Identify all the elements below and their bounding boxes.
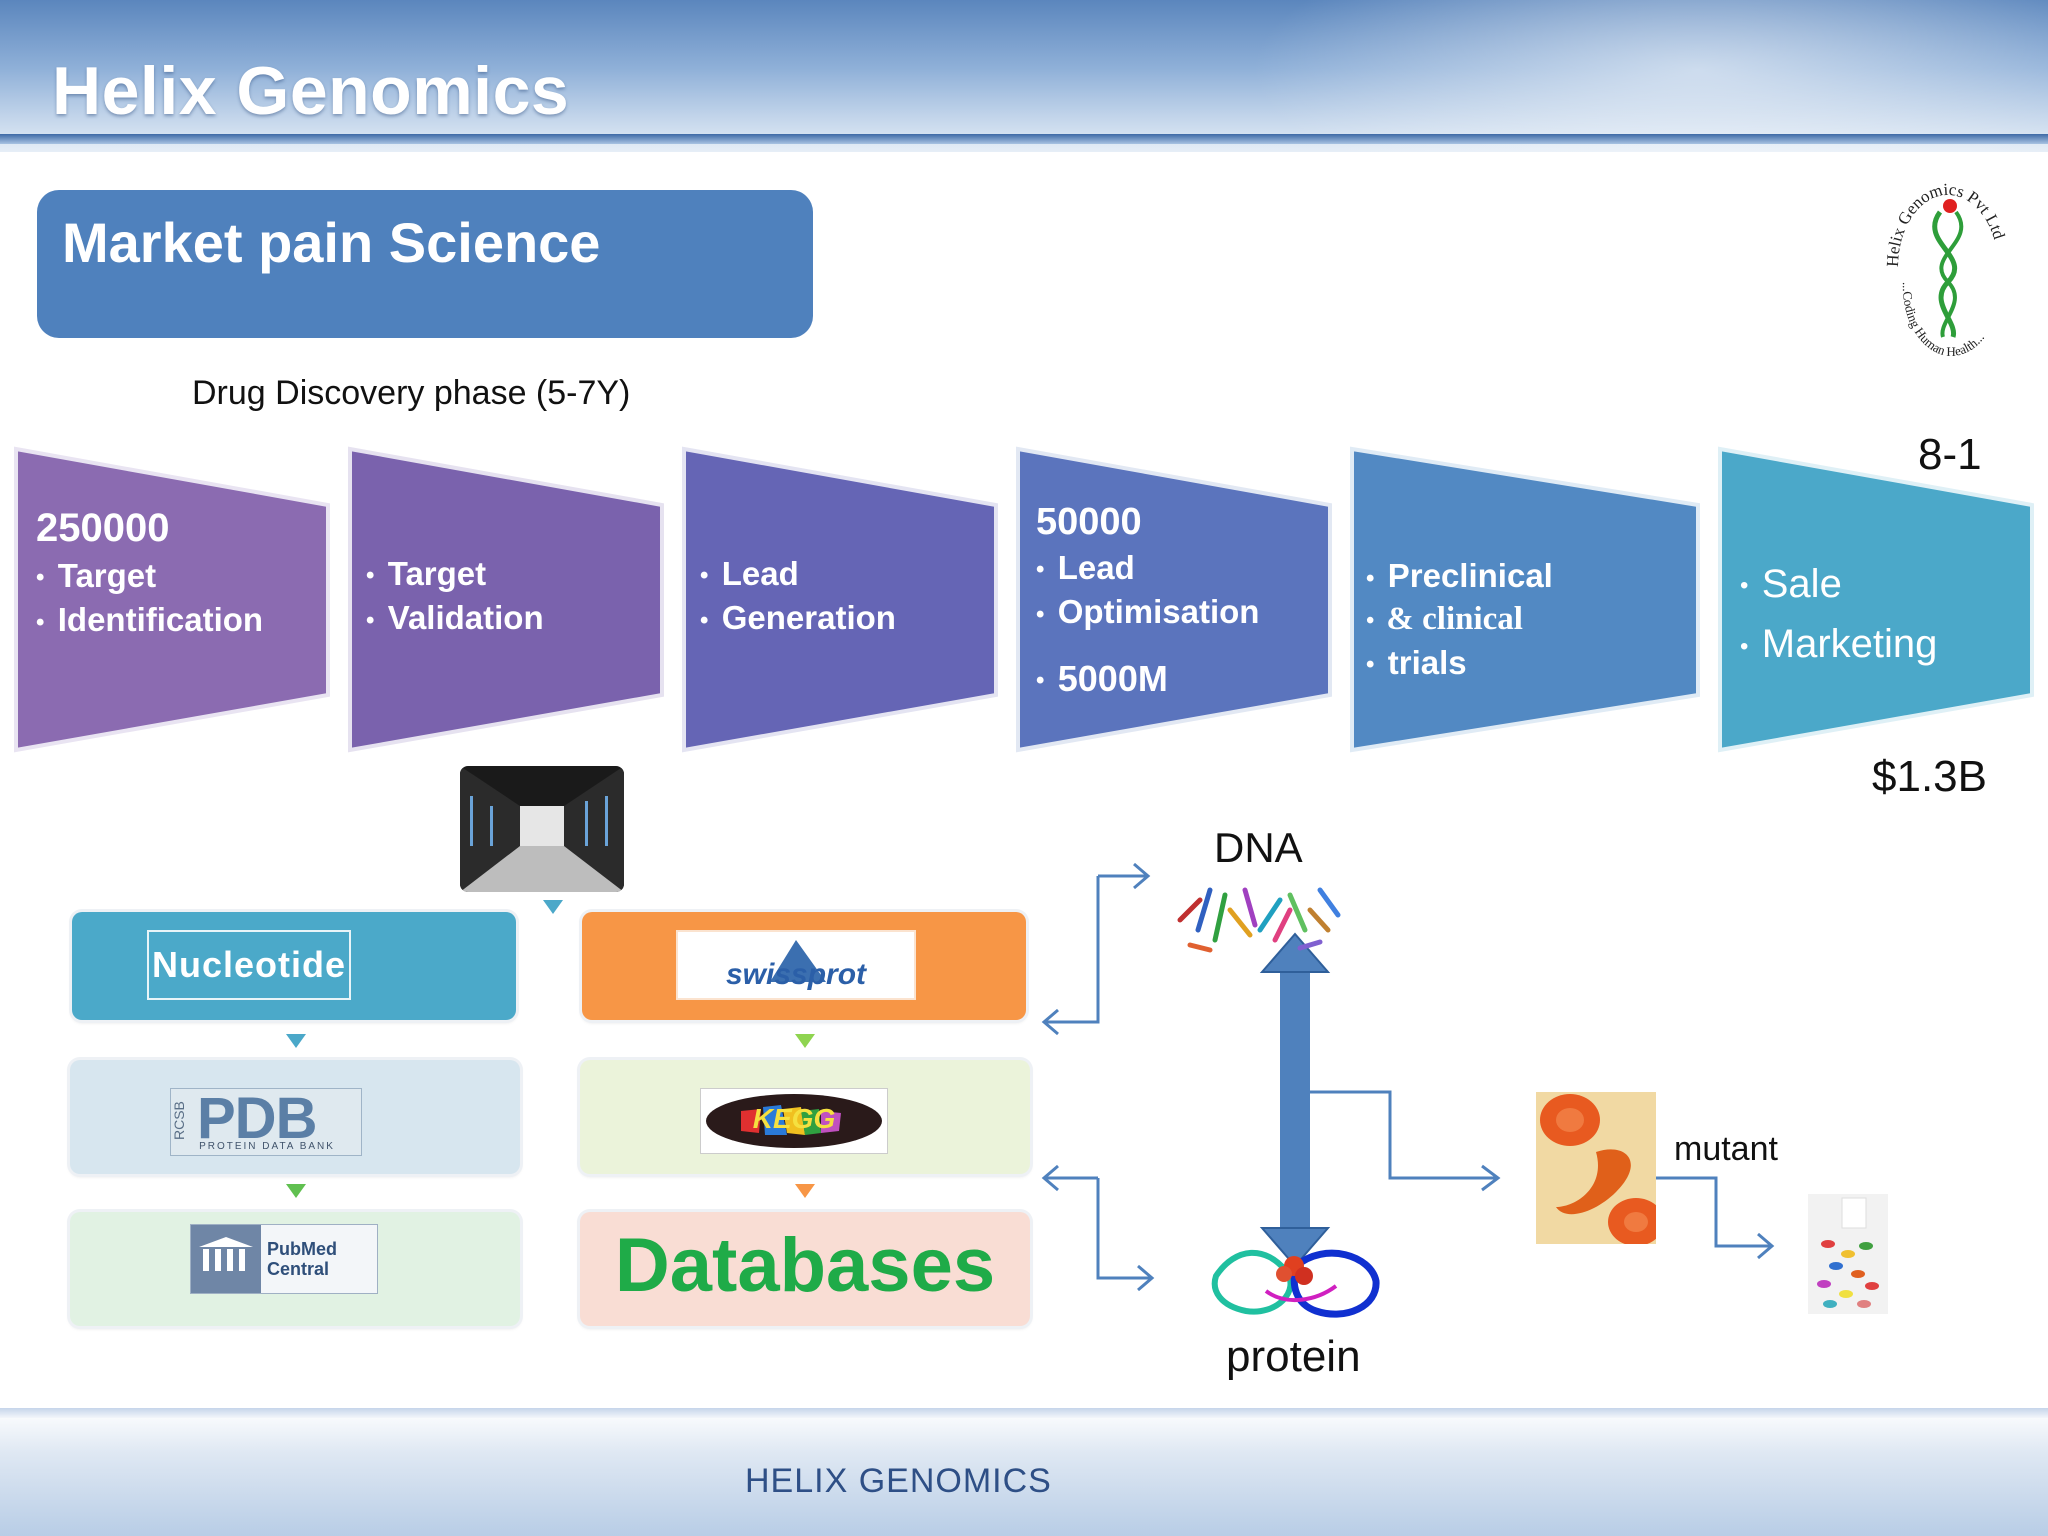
stage-bullet: Sale: [1740, 555, 1937, 615]
datacenter-image: [460, 766, 624, 892]
nucleotide-logo: Nucleotide: [147, 930, 351, 1000]
pubmed-line1: PubMed: [267, 1239, 337, 1259]
stage-target-validation: Target Validation: [346, 445, 666, 755]
databases-box: Databases: [580, 1212, 1030, 1326]
pubmed-line2: Central: [267, 1259, 330, 1279]
footer-divider: [0, 1408, 2048, 1418]
stage-bullet: Identification: [36, 599, 263, 643]
stage-bullet: trials: [1366, 642, 1553, 686]
pills-image: [1808, 1194, 1888, 1314]
swissprot-box: swissprot: [582, 912, 1026, 1020]
stage-clinical-trials: Preclinical & clinical trials: [1348, 445, 1702, 755]
stage-bullet: Marketing: [1740, 615, 1938, 675]
footer-bar: [0, 1408, 2048, 1536]
stage-bullet: Lead: [700, 553, 896, 597]
arrow-down: [795, 1034, 815, 1048]
pubmed-logo: PubMed Central: [190, 1224, 378, 1294]
stage-bullet: Generation: [700, 597, 896, 641]
pdb-box: RCSB PDB PROTEIN DATA BANK: [70, 1060, 520, 1174]
stage-lead-optimisation: 50000 Lead Optimisation 5000M: [1014, 445, 1334, 755]
stage-number: 50000: [1036, 501, 1142, 543]
stage-lead-generation: Lead Generation: [680, 445, 1000, 755]
brand-title: Helix Genomics: [52, 53, 570, 129]
nucleotide-box: Nucleotide: [72, 912, 516, 1020]
stage-number: 250000: [36, 506, 170, 550]
slide-title: Market pain Science: [62, 211, 601, 274]
dna-label: DNA: [1214, 824, 1303, 871]
swissprot-logo: swissprot: [676, 930, 916, 1000]
kegg-logo: KEGG: [700, 1088, 888, 1154]
stage-bullet: Validation: [366, 597, 544, 641]
pubmed-box: PubMed Central: [70, 1212, 520, 1326]
pdb-logo: RCSB PDB PROTEIN DATA BANK: [170, 1086, 362, 1156]
stage-bullet: Target: [36, 555, 263, 599]
stage-bullet: & clinical: [1366, 599, 1553, 642]
arrow-down: [286, 1184, 306, 1198]
header-bar: [0, 0, 2048, 152]
protein-image: [1206, 1236, 1382, 1330]
kegg-box: KEGG: [580, 1060, 1030, 1174]
arrow-down: [286, 1034, 306, 1048]
stage-bullet: Target: [366, 553, 544, 597]
arrow-down: [543, 900, 563, 914]
stage-bullet: Preclinical: [1366, 555, 1553, 599]
header-divider: [0, 134, 2048, 144]
company-logo: Helix Genomics Pvt Ltd ...Coding Human H…: [1878, 172, 2018, 362]
cost-label: $1.3B: [1872, 752, 1987, 801]
stage-bullet: Optimisation: [1036, 591, 1260, 635]
duration-label: 8-1: [1918, 430, 1982, 479]
red-blood-cells-image: [1536, 1092, 1656, 1244]
protein-label: protein: [1226, 1332, 1361, 1381]
biology-connectors: [1041, 862, 1775, 1292]
stage-bullet: Lead: [1036, 547, 1259, 591]
phase-label: Drug Discovery phase (5-7Y): [192, 374, 631, 412]
dna-image: [1170, 870, 1350, 960]
stage-target-identification: 250000 Target Identification: [12, 445, 332, 755]
databases-label: Databases: [614, 1223, 996, 1308]
mutant-label: mutant: [1674, 1130, 1778, 1168]
footer-text: HELIX GENOMICS: [745, 1462, 1052, 1500]
arrow-down: [795, 1184, 815, 1198]
slide-title-box: [37, 190, 813, 338]
stage-cost: 5000M: [1036, 658, 1259, 702]
stage-sale-marketing: Sale Marketing: [1716, 445, 2036, 755]
